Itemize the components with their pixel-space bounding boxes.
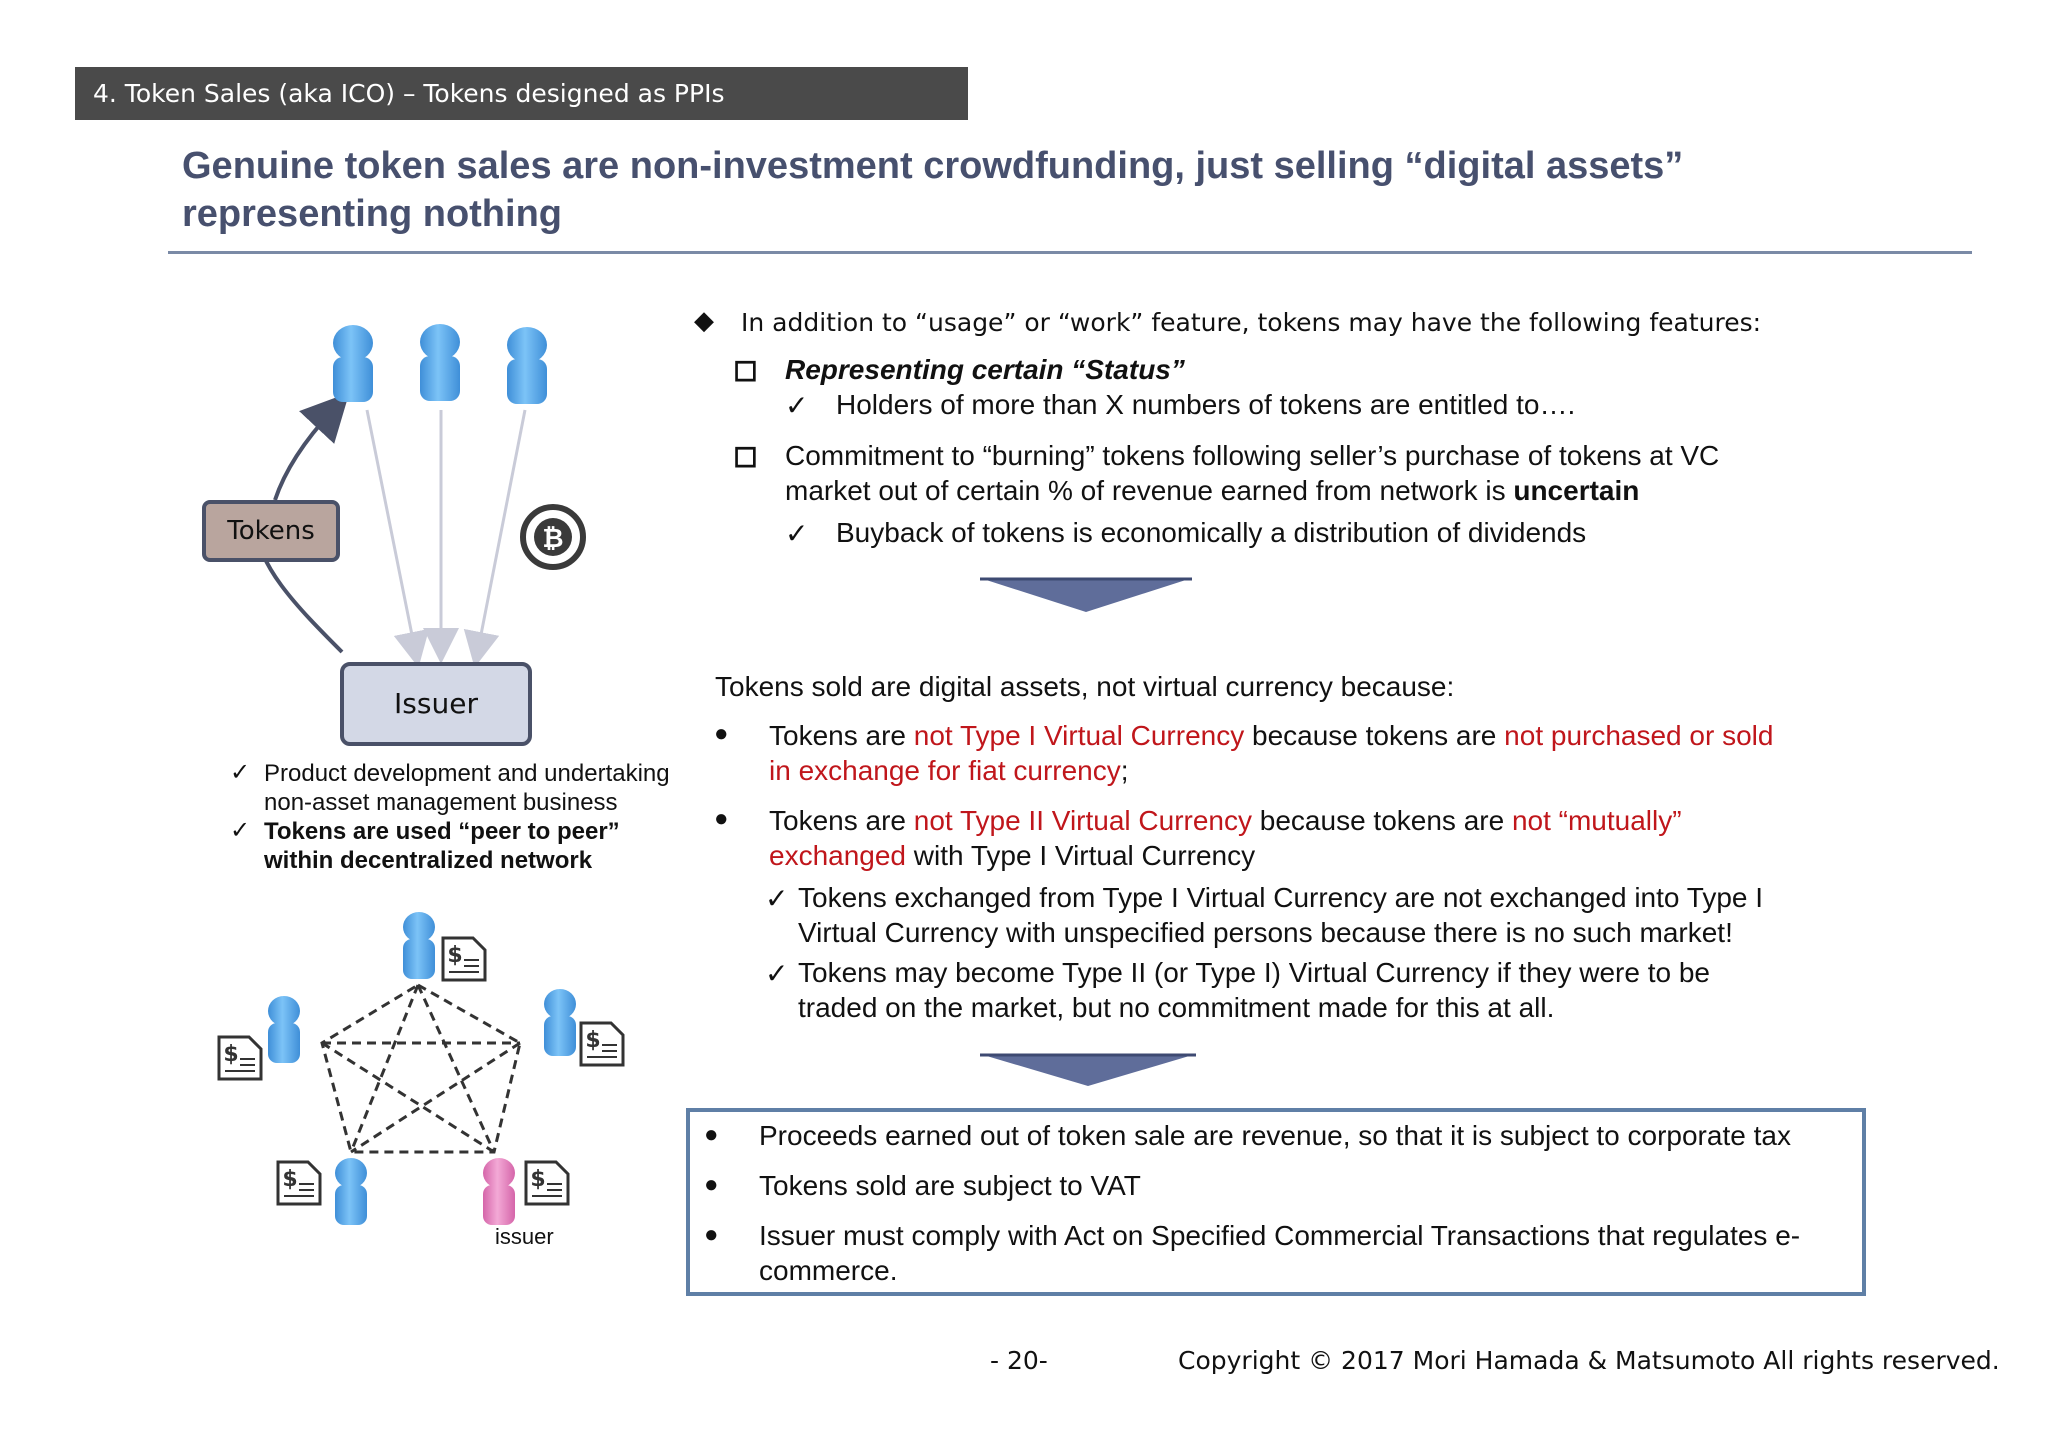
bullet-dot: ● xyxy=(714,720,729,747)
da-red-text: exchanged xyxy=(769,840,907,871)
person-icon xyxy=(335,1158,367,1225)
left-bullet-2-line1: Tokens are used “peer to peer” xyxy=(264,818,620,845)
features-intro: In addition to “usage” or “work” feature… xyxy=(741,308,1762,337)
da-sub1-line2: Virtual Currency with unspecified person… xyxy=(798,917,1733,948)
left-bullet-2-line2: within decentralized network xyxy=(264,847,593,874)
page-title: Genuine token sales are non-investment c… xyxy=(182,142,1742,238)
dollar-document-icon: $ xyxy=(217,1035,263,1081)
feature-burn-line1: Commitment to “burning” tokens following… xyxy=(785,440,1720,471)
tokens-curve-upper xyxy=(273,392,350,501)
dollar-document-icon: $ xyxy=(441,936,487,982)
title-line-1: Genuine token sales are non-investment c… xyxy=(182,145,1684,187)
da-check-1: ✓ xyxy=(765,883,789,914)
feature-burn-line2: market out of certain % of revenue earne… xyxy=(785,475,1639,507)
da-red-text: not “mutually” xyxy=(1511,805,1682,836)
down-arrow-icon xyxy=(980,1053,1196,1086)
feature-status-title: Representing certain “Status” xyxy=(785,354,1185,385)
da-red-text: in exchange for fiat currency xyxy=(769,755,1121,786)
arrow-person1-issuer xyxy=(365,409,430,668)
da-sub2-line2: traded on the market, but no commitment … xyxy=(798,992,1555,1023)
svg-text:$: $ xyxy=(223,1042,238,1067)
section-tab: 4. Token Sales (aka ICO) – Tokens design… xyxy=(75,67,968,120)
feature-status-sub: Holders of more than X numbers of tokens… xyxy=(836,389,1576,420)
down-arrow-icon xyxy=(980,577,1192,612)
da-text: with Type I Virtual Currency xyxy=(906,840,1256,871)
svg-text:$: $ xyxy=(585,1028,600,1053)
person-icon xyxy=(420,324,460,401)
tokens-label-box: Tokens xyxy=(202,500,340,562)
digital-assets-heading: Tokens sold are digital assets, not virt… xyxy=(715,671,1455,702)
da-sub2-line1: Tokens may become Type II (or Type I) Vi… xyxy=(798,957,1710,988)
left-check-1: ✓ xyxy=(230,759,251,786)
dollar-document-icon: $ xyxy=(579,1021,625,1067)
svg-text:₿: ₿ xyxy=(542,524,563,554)
da-bullet2-line1: Tokens are not Type II Virtual Currency … xyxy=(769,805,1682,837)
da-sub1-line1: Tokens exchanged from Type I Virtual Cur… xyxy=(798,882,1764,913)
feature-burn-uncertain: uncertain xyxy=(1513,475,1640,506)
da-red-text: not Type II Virtual Currency xyxy=(913,805,1252,836)
person-icon xyxy=(268,996,300,1063)
bullet-dot: ● xyxy=(714,805,729,832)
title-divider xyxy=(168,251,1972,254)
da-check-2: ✓ xyxy=(765,958,789,989)
person-icon xyxy=(544,989,576,1056)
conclusion-item-3: Issuer must comply with Act on Specified… xyxy=(759,1220,1801,1251)
left-bullet-1-line2: non-asset management business xyxy=(264,789,618,816)
arrow-person3-issuer xyxy=(463,409,527,668)
dollar-document-icon: $ xyxy=(524,1160,570,1206)
conclusion-box xyxy=(686,1108,1866,1296)
network-lines xyxy=(320,983,522,1154)
checkbox-glyph-1: ◻ xyxy=(733,353,758,386)
da-bullet1-line1: Tokens are not Type I Virtual Currency b… xyxy=(769,720,1773,752)
person-icon xyxy=(507,327,547,404)
da-text: ; xyxy=(1120,755,1129,786)
checkbox-glyph-2: ◻ xyxy=(733,439,758,472)
da-text: Tokens are xyxy=(769,720,914,751)
conclusion-item-2: Tokens sold are subject to VAT xyxy=(759,1170,1141,1201)
left-bullet-1-line1: Product development and undertaking xyxy=(264,760,670,787)
issuer-label-box: Issuer xyxy=(340,662,532,746)
bullet-dot: ● xyxy=(704,1221,719,1248)
bitcoin-icon: ₿ xyxy=(520,504,586,570)
feature-burn-sub: Buyback of tokens is economically a dist… xyxy=(836,517,1587,548)
da-bullet1-line2: in exchange for fiat currency; xyxy=(769,755,1129,787)
da-text: because tokens are xyxy=(1244,720,1505,751)
da-text: because tokens are xyxy=(1252,805,1512,836)
page-number: - 20- xyxy=(990,1346,1048,1375)
person-icon xyxy=(403,912,435,979)
da-red-text: not Type I Virtual Currency xyxy=(913,720,1245,751)
feature-status-check: ✓ xyxy=(785,390,809,421)
svg-text:$: $ xyxy=(447,943,462,968)
svg-text:$: $ xyxy=(282,1167,297,1192)
conclusion-item-1: Proceeds earned out of token sale are re… xyxy=(759,1120,1791,1151)
da-text: Tokens are xyxy=(769,805,914,836)
da-red-text: not purchased or sold xyxy=(1504,720,1774,751)
person-icon xyxy=(333,325,373,402)
diamond-bullet: ◆ xyxy=(694,305,714,335)
conclusion-item-3-cont: commerce. xyxy=(759,1255,898,1286)
feature-burn-line2-text: market out of certain % of revenue earne… xyxy=(785,475,1514,506)
issuer-caption: issuer xyxy=(495,1224,554,1249)
dollar-document-icon: $ xyxy=(276,1160,322,1206)
title-line-2: representing nothing xyxy=(182,193,562,235)
da-bullet2-line2: exchanged with Type I Virtual Currency xyxy=(769,840,1255,872)
bullet-dot: ● xyxy=(704,1171,719,1198)
left-check-2: ✓ xyxy=(230,817,251,844)
copyright-notice: Copyright © 2017 Mori Hamada & Matsumoto… xyxy=(1178,1346,2000,1375)
bullet-dot: ● xyxy=(704,1121,719,1148)
issuer-person-icon xyxy=(483,1158,515,1225)
svg-text:$: $ xyxy=(530,1167,545,1192)
feature-burn-check: ✓ xyxy=(785,518,809,549)
